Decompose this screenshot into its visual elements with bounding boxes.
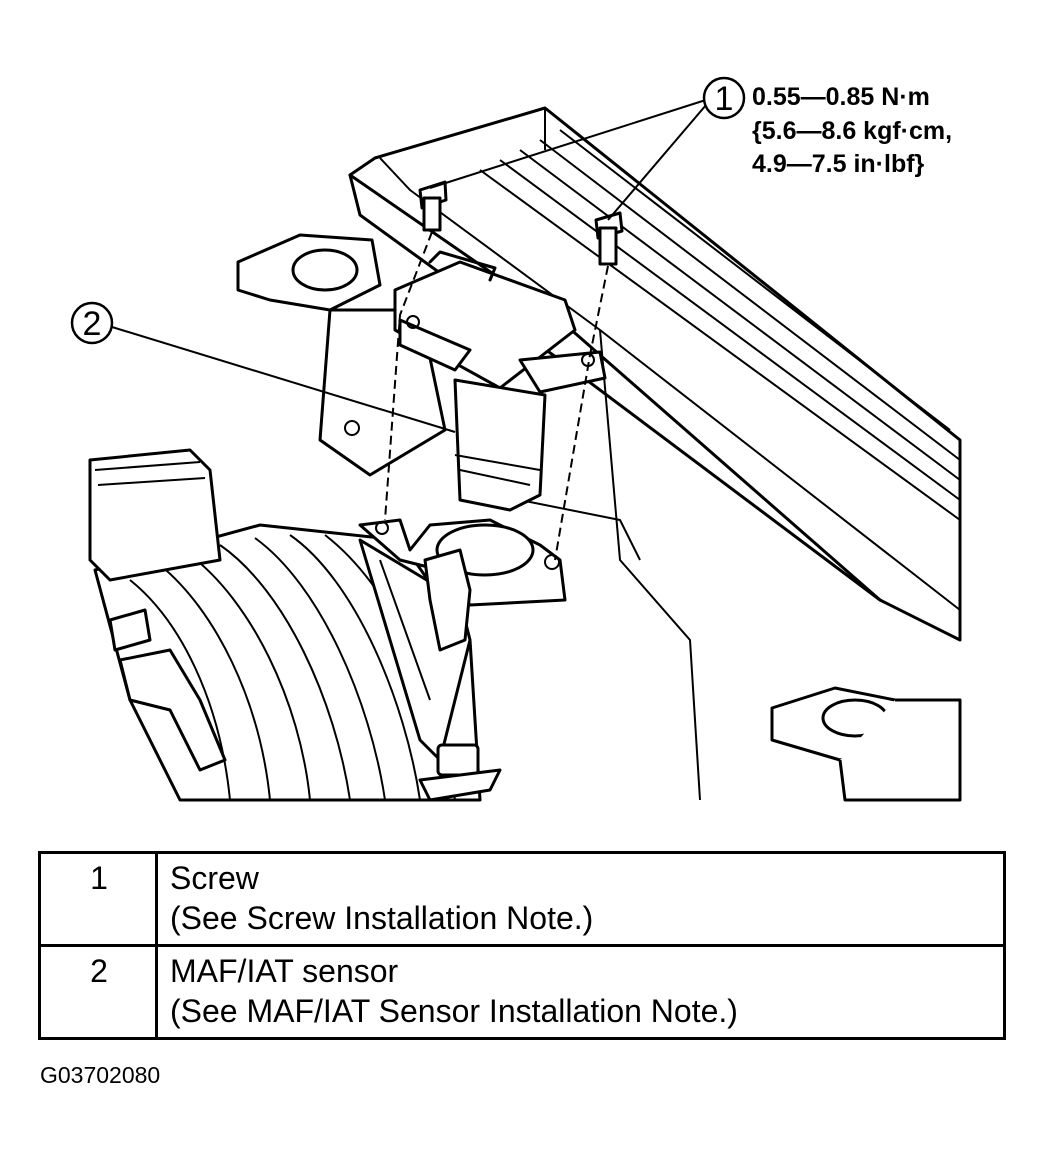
table-row: 2 MAF/IAT sensor (See MAF/IAT Sensor Ins…: [38, 944, 1006, 1040]
legend-row-2-note: (See MAF/IAT Sensor Installation Note.): [170, 993, 738, 1029]
table-row: 1 Screw (See Screw Installation Note.): [38, 851, 1006, 947]
callout-2-leader: [111, 326, 456, 433]
maf-iat-sensor: [393, 250, 607, 512]
legend-row-1-note: (See Screw Installation Note.): [170, 900, 594, 936]
legend-row-2-name: MAF/IAT sensor: [170, 953, 399, 989]
callout-2-number: 2: [83, 305, 102, 343]
legend-row-2-description: MAF/IAT sensor (See MAF/IAT Sensor Insta…: [155, 944, 1006, 1040]
torque-spec-line3: 4.9—7.5 in·lbf}: [752, 150, 925, 178]
maf-iat-sensor-diagram: 1 2 0.55—0.85 N·m {5.6—8.6 kgf·cm, 4.9—7…: [70, 76, 962, 802]
callout-1-number: 1: [715, 80, 734, 118]
torque-spec-line2: {5.6—8.6 kgf·cm,: [752, 117, 952, 145]
legend-row-1-number: 1: [38, 851, 158, 947]
callout-1-leader-right: [607, 97, 713, 221]
screw-path-left: [384, 231, 433, 521]
parts-legend-table: 1 Screw (See Screw Installation Note.) 2…: [38, 851, 1006, 1040]
air-cleaner-housing: [348, 106, 962, 801]
screw-path-right: [554, 265, 609, 561]
left-mounting-bracket: [236, 233, 447, 477]
resonator-assembly: [88, 448, 227, 772]
callout-2-circle: [70, 301, 114, 345]
legend-row-2-number: 2: [38, 944, 158, 1040]
torque-spec-line1: 0.55—0.85 N·m: [752, 83, 930, 111]
right-mounting-bracket: [770, 686, 962, 802]
duct-sensor-flange: [358, 518, 567, 652]
callout-1-leader-left: [429, 97, 713, 189]
callout-1-circle: [702, 76, 746, 120]
legend-row-1-description: Screw (See Screw Installation Note.): [155, 851, 1006, 947]
screw-left: [418, 180, 448, 232]
legend-row-1-name: Screw: [170, 860, 259, 896]
figure-id: G03702080: [40, 1062, 161, 1088]
